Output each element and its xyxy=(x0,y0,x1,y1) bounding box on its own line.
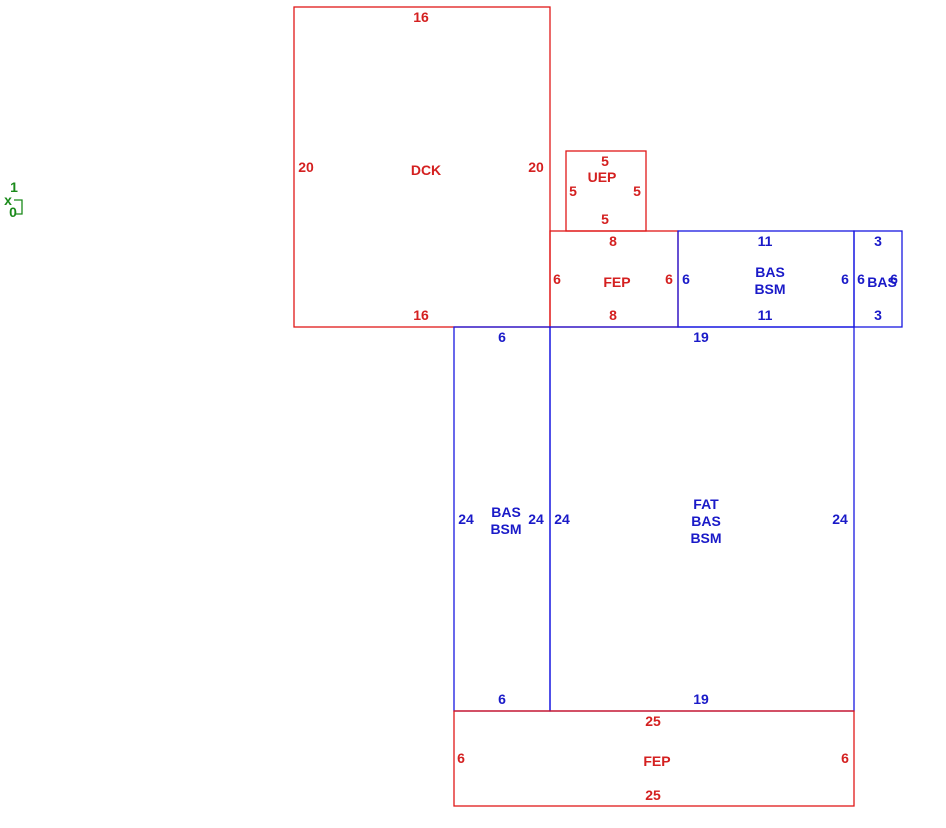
bas-left-label-1: BAS xyxy=(491,504,521,520)
area-fat: 19 19 24 24 FAT BAS BSM xyxy=(549,326,855,712)
dck-outline xyxy=(293,6,551,328)
fat-label-1: FAT xyxy=(693,496,719,512)
fep-upper-left-dim: 6 xyxy=(553,271,561,287)
uep-right-dim: 5 xyxy=(633,183,641,199)
bas-upper-top-dim: 11 xyxy=(758,233,773,249)
bas-left-label-2: BSM xyxy=(490,521,521,537)
bas-small-label: BAS xyxy=(867,274,897,290)
bas-small-bottom-dim: 3 xyxy=(874,307,882,323)
area-fep-upper: 8 8 6 6 FEP xyxy=(549,230,679,328)
fep-upper-bottom-dim: 8 xyxy=(609,307,617,323)
fep-lower-bottom-dim: 25 xyxy=(645,787,661,803)
uep-bottom-dim: 5 xyxy=(601,211,609,227)
marker-x-label: x xyxy=(4,192,12,208)
bas-upper-right-dim: 6 xyxy=(841,271,849,287)
area-bas-upper: 11 11 6 6 BAS BSM xyxy=(677,230,855,328)
dck-bottom-dim: 16 xyxy=(413,307,429,323)
bas-upper-bottom-dim: 11 xyxy=(758,307,773,323)
area-uep: 5 5 5 5 UEP xyxy=(565,150,647,232)
bas-left-right-dim: 24 xyxy=(528,511,544,527)
fep-upper-label: FEP xyxy=(603,274,630,290)
fep-lower-left-dim: 6 xyxy=(457,750,465,766)
fep-lower-right-dim: 6 xyxy=(841,750,849,766)
fep-upper-top-dim: 8 xyxy=(609,233,617,249)
bas-small-left-dim: 6 xyxy=(857,271,865,287)
fep-lower-outline xyxy=(453,710,855,807)
bas-left-bottom-dim: 6 xyxy=(498,691,506,707)
uep-top-dim: 5 xyxy=(601,153,609,169)
fat-top-dim: 19 xyxy=(693,329,709,345)
fat-bottom-dim: 19 xyxy=(693,691,709,707)
dck-top-dim: 16 xyxy=(413,9,429,25)
fat-right-dim: 24 xyxy=(832,511,848,527)
marker-bracket-icon xyxy=(14,199,23,215)
area-bas-left: 6 6 24 24 BAS BSM xyxy=(453,326,551,712)
bas-small-right-dim: 6 xyxy=(890,271,898,287)
fep-upper-right-dim: 6 xyxy=(665,271,673,287)
orientation-marker: 1 x 0 xyxy=(4,179,23,220)
area-fep-lower: 25 25 6 6 FEP xyxy=(453,710,855,807)
dck-label: DCK xyxy=(411,162,441,178)
marker-bottom-label: 0 xyxy=(9,204,17,220)
bas-upper-label-2: BSM xyxy=(754,281,785,297)
bas-left-top-dim: 6 xyxy=(498,329,506,345)
uep-label: UEP xyxy=(588,169,617,185)
bas-left-left-dim: 24 xyxy=(458,511,474,527)
fep-lower-top-dim: 25 xyxy=(645,713,661,729)
area-dck: 16 16 20 20 DCK xyxy=(293,6,551,328)
fat-label-2: BAS xyxy=(691,513,721,529)
bas-small-top-dim: 3 xyxy=(874,233,882,249)
bas-small-outline xyxy=(853,230,903,328)
dck-left-dim: 20 xyxy=(298,159,314,175)
fat-label-3: BSM xyxy=(690,530,721,546)
bas-upper-left-dim: 6 xyxy=(682,271,690,287)
area-bas-small: 3 3 6 6 BAS xyxy=(853,230,903,328)
fep-lower-label: FEP xyxy=(643,753,670,769)
fat-left-dim: 24 xyxy=(554,511,570,527)
dck-right-dim: 20 xyxy=(528,159,544,175)
marker-top-label: 1 xyxy=(10,179,18,195)
bas-upper-label-1: BAS xyxy=(755,264,785,280)
uep-left-dim: 5 xyxy=(569,183,577,199)
